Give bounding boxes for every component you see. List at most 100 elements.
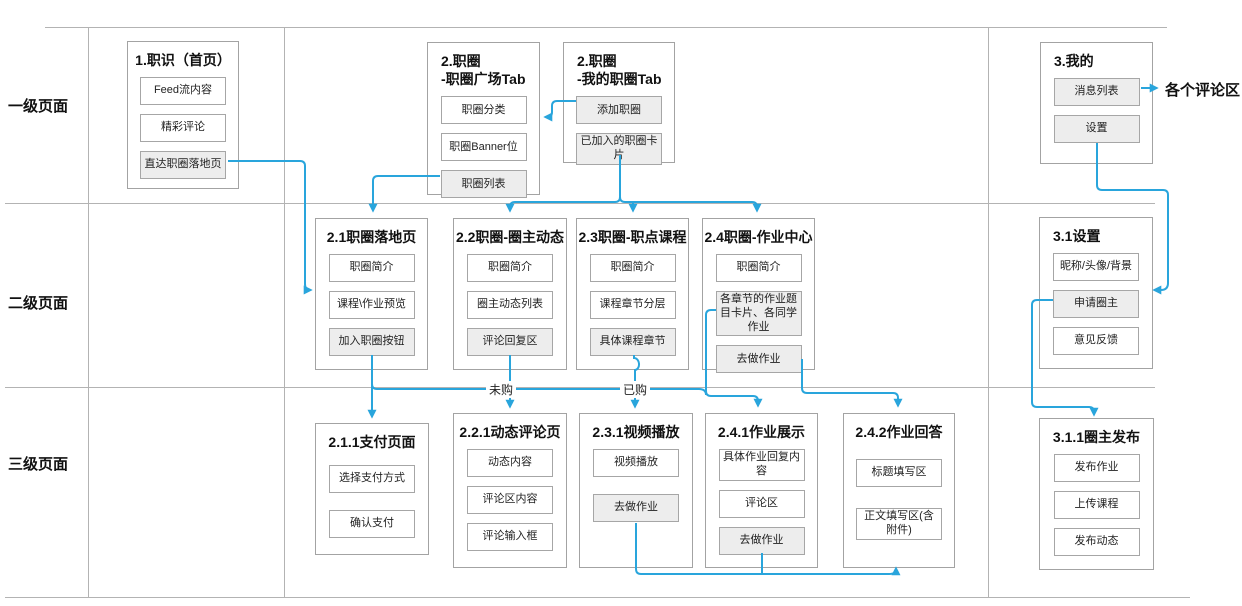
page-box-3-mine[interactable]: 3.我的 消息列表设置 <box>1040 42 1153 164</box>
feature-item[interactable]: 选择支付方式 <box>329 465 415 494</box>
feature-item[interactable]: Feed流内容 <box>140 77 226 106</box>
page-box-title: 2.4.1作业展示 <box>717 424 806 440</box>
page-box-2-my-circle-tab[interactable]: 2.职圈 -我的职圈Tab 添加职圈已加入的职圈卡片 <box>563 42 675 165</box>
feature-list: 职圈简介课程\作业预览加入职圈按钮 <box>328 254 415 357</box>
feature-list: 发布作业上传课程发布动态 <box>1053 454 1140 557</box>
page-box-title: 3.1设置 <box>1053 228 1101 244</box>
feature-item[interactable]: 设置 <box>1053 115 1140 144</box>
grid-line-col2-right <box>988 27 989 597</box>
feature-item[interactable]: 动态内容 <box>467 449 553 478</box>
grid-line-top <box>45 27 1167 28</box>
feature-list: 动态内容评论区内容评论输入框 <box>467 449 553 552</box>
row-label-level1: 一级页面 <box>8 98 69 115</box>
page-box-title: 1.职识（首页） <box>135 52 231 68</box>
feature-item[interactable]: 确认支付 <box>329 510 415 539</box>
feature-item[interactable]: 添加职圈 <box>576 96 662 125</box>
connector-direct-to-2-1-landing <box>228 160 313 295</box>
page-box-title: 3.1.1圈主发布 <box>1052 429 1141 445</box>
row-label-level3: 三级页面 <box>8 456 69 473</box>
comment-areas-note: 各个评论区 <box>1165 82 1241 99</box>
feature-item[interactable]: 评论区 <box>718 489 805 518</box>
page-box-title: 2.4.2作业回答 <box>855 424 943 440</box>
page-box-title: 3.我的 <box>1054 53 1094 69</box>
feature-item[interactable]: 直达职圈落地页 <box>140 151 226 180</box>
page-box-2-4-homework-center[interactable]: 2.4职圈-作业中心 职圈简介各章节的作业题目卡片、各同学作业去做作业 <box>702 218 815 374</box>
grid-line-row1-bottom <box>5 203 1155 204</box>
feature-list: 添加职圈已加入的职圈卡片 <box>576 96 662 165</box>
feature-item[interactable]: 发布动态 <box>1053 528 1140 557</box>
page-box-2-3-1-video-playback[interactable]: 2.3.1视频播放 视频播放去做作业 <box>579 413 693 568</box>
feature-item[interactable]: 职圈简介 <box>715 254 802 283</box>
feature-list: 职圈简介各章节的作业题目卡片、各同学作业去做作业 <box>715 254 802 374</box>
feature-list: 消息列表设置 <box>1053 78 1140 144</box>
connector-not-purchased-branch <box>371 383 707 396</box>
connector-do-homework-to-2-4-2-top <box>801 359 903 408</box>
page-box-title: 2.2.1动态评论页 <box>459 424 561 440</box>
feature-item[interactable]: 具体课程章节 <box>589 328 676 357</box>
page-box-2-2-1-update-comments[interactable]: 2.2.1动态评论页 动态内容评论区内容评论输入框 <box>453 413 567 568</box>
feature-list: 职圈简介课程章节分层具体课程章节 <box>589 254 676 357</box>
feature-item[interactable]: 评论区内容 <box>467 486 553 515</box>
feature-item[interactable]: 职圈简介 <box>328 254 415 283</box>
grid-line-labels-right <box>88 27 89 597</box>
feature-list: 视频播放去做作业 <box>593 449 679 523</box>
feature-list: 标题填写区正文填写区(含附件) <box>856 449 942 540</box>
page-box-title: 2.4职圈-作业中心 <box>704 229 813 245</box>
edge-label-purchased: 已购 <box>620 381 651 398</box>
feature-item[interactable]: 去做作业 <box>718 526 805 555</box>
feature-item[interactable]: 职圈简介 <box>467 254 553 283</box>
feature-item[interactable]: 上传课程 <box>1053 491 1140 520</box>
page-box-3-1-settings[interactable]: 3.1设置 昵称/头像/背景申请圈主意见反馈 <box>1039 217 1153 369</box>
feature-item[interactable]: 职圈分类 <box>440 96 527 125</box>
grid-line-row2-bottom <box>5 387 1155 388</box>
feature-item[interactable]: 加入职圈按钮 <box>328 328 415 357</box>
feature-item[interactable]: 评论回复区 <box>467 328 553 357</box>
feature-list: 职圈分类职圈Banner位职圈列表 <box>440 96 527 199</box>
page-box-title: 2.3职圈-职点课程 <box>578 229 687 245</box>
feature-item[interactable]: 课程\作业预览 <box>328 291 415 320</box>
page-box-2-2-owner-updates[interactable]: 2.2职圈-圈主动态 职圈简介圈主动态列表评论回复区 <box>453 218 567 370</box>
feature-item[interactable]: 精彩评论 <box>140 114 226 143</box>
grid-line-bottom <box>5 597 1190 598</box>
row-label-level2: 二级页面 <box>8 295 69 312</box>
feature-item[interactable]: 申请圈主 <box>1053 290 1139 319</box>
feature-item[interactable]: 去做作业 <box>715 345 802 374</box>
page-box-title: 2.职圈 -职圈广场Tab <box>441 53 526 88</box>
page-box-2-3-courses[interactable]: 2.3职圈-职点课程 职圈简介课程章节分层具体课程章节 <box>576 218 689 370</box>
feature-item[interactable]: 视频播放 <box>593 449 679 478</box>
page-box-1-zhishi-home[interactable]: 1.职识（首页） Feed流内容精彩评论直达职圈落地页 <box>127 41 239 189</box>
grid-line-col1-right <box>284 27 285 597</box>
feature-item[interactable]: 正文填写区(含附件) <box>856 508 942 540</box>
feature-item[interactable]: 发布作业 <box>1053 454 1140 483</box>
feature-item[interactable]: 去做作业 <box>593 494 679 523</box>
page-box-title: 2.职圈 -我的职圈Tab <box>577 53 662 88</box>
page-box-2-circle-plaza-tab[interactable]: 2.职圈 -职圈广场Tab 职圈分类职圈Banner位职圈列表 <box>427 42 540 199</box>
feature-item[interactable]: 意见反馈 <box>1053 327 1139 356</box>
feature-item[interactable]: 课程章节分层 <box>589 291 676 320</box>
feature-list: Feed流内容精彩评论直达职圈落地页 <box>140 77 226 180</box>
feature-item[interactable]: 标题填写区 <box>856 459 942 488</box>
feature-list: 选择支付方式确认支付 <box>329 459 415 539</box>
feature-list: 具体作业回复内容评论区去做作业 <box>718 449 805 555</box>
page-box-title: 2.1职圈落地页 <box>326 229 417 245</box>
feature-item[interactable]: 具体作业回复内容 <box>718 449 805 481</box>
feature-item[interactable]: 已加入的职圈卡片 <box>576 133 662 165</box>
page-box-2-4-1-homework-display[interactable]: 2.4.1作业展示 具体作业回复内容评论区去做作业 <box>705 413 818 568</box>
feature-item[interactable]: 昵称/头像/背景 <box>1053 253 1139 282</box>
edge-label-not-purchased: 未购 <box>486 381 517 398</box>
feature-item[interactable]: 圈主动态列表 <box>467 291 553 320</box>
page-box-title: 2.2职圈-圈主动态 <box>455 229 565 245</box>
feature-list: 职圈简介圈主动态列表评论回复区 <box>467 254 553 357</box>
feature-item[interactable]: 职圈Banner位 <box>440 133 527 162</box>
page-box-2-4-2-homework-answer[interactable]: 2.4.2作业回答 标题填写区正文填写区(含附件) <box>843 413 955 568</box>
page-box-2-1-circle-landing[interactable]: 2.1职圈落地页 职圈简介课程\作业预览加入职圈按钮 <box>315 218 428 370</box>
feature-item[interactable]: 职圈列表 <box>440 170 527 199</box>
feature-item[interactable]: 消息列表 <box>1053 78 1140 107</box>
page-box-3-1-1-owner-publish[interactable]: 3.1.1圈主发布 发布作业上传课程发布动态 <box>1039 418 1154 570</box>
feature-item[interactable]: 各章节的作业题目卡片、各同学作业 <box>715 291 802 337</box>
feature-item[interactable]: 评论输入框 <box>467 523 553 552</box>
feature-list: 昵称/头像/背景申请圈主意见反馈 <box>1053 253 1139 356</box>
feature-item[interactable]: 职圈简介 <box>589 254 676 283</box>
page-box-2-1-1-payment[interactable]: 2.1.1支付页面 选择支付方式确认支付 <box>315 423 429 555</box>
